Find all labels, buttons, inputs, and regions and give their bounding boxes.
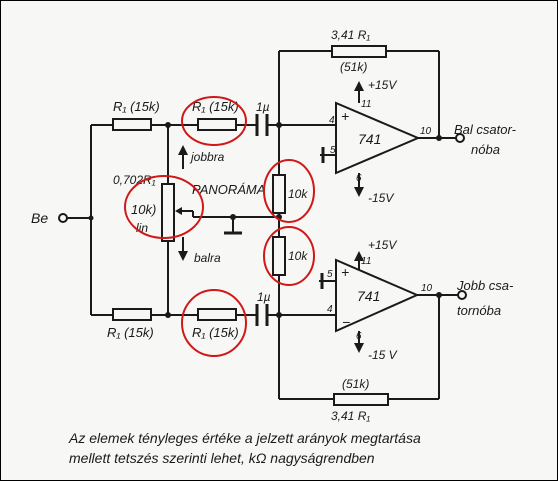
- pin-top-11: 11: [361, 99, 371, 110]
- pin-bottom-10: 10: [421, 283, 433, 294]
- direction-arrows: [178, 145, 188, 261]
- resistor-r1-top-right: [197, 118, 237, 131]
- opamp-bottom-minus-sign: −: [342, 314, 350, 330]
- capacitor-bottom-label: 1µ: [257, 290, 271, 304]
- resistor-10k-lower: [272, 236, 286, 276]
- feedback-bottom-k: (51k): [342, 377, 369, 391]
- vplus-top-label: +15V: [368, 78, 397, 92]
- caption-line-1: Az elemek tényleges értéke a jelzett ará…: [68, 430, 421, 446]
- input-terminal: [58, 213, 68, 223]
- pin-top-5: 5: [330, 145, 336, 156]
- pin-top-10: 10: [420, 126, 432, 137]
- feedback-bottom-value: 3,41 R₁: [331, 409, 370, 423]
- r1-top-left-label: R₁ (15k): [113, 99, 160, 114]
- r1-bottom-right-label: R₁ (15k): [192, 325, 239, 340]
- resistor-feedback-top: [331, 45, 387, 58]
- left-output-terminal: [455, 133, 465, 143]
- highlight-circle-pot: [124, 175, 204, 239]
- capacitor-top-label: 1µ: [256, 100, 270, 114]
- opamp-top: [335, 101, 421, 175]
- opamp-top-plus-sign: +: [341, 108, 349, 124]
- capacitors: [255, 114, 269, 326]
- highlight-circle-r1-top: [181, 96, 247, 146]
- potentiometer-panorama: [161, 183, 175, 242]
- jobbra-label: jobbra: [189, 150, 225, 164]
- opamp-bottom: [335, 258, 420, 333]
- left-output-label-2: nóba: [471, 142, 500, 157]
- resistor-r1-top-left: [112, 118, 152, 131]
- pot-ratio-label: 0,702R₁: [113, 173, 156, 187]
- opamp-bottom-plus-sign: +: [341, 264, 349, 280]
- input-label: Be: [31, 210, 48, 226]
- right-output-label-1: Jobb csa-: [456, 278, 514, 293]
- panorama-label: PANORÁMA: [192, 182, 265, 197]
- highlight-circle-10k-lower: [263, 226, 315, 286]
- feedback-top-k: (51k): [340, 60, 367, 74]
- highlight-marks: [124, 96, 315, 357]
- r1-top-right-label: R₁ (15k): [192, 99, 239, 114]
- highlight-circle-r1-bottom: [181, 289, 247, 357]
- opamp-bottom-label: 741: [357, 288, 380, 304]
- highlight-circle-10k-upper: [263, 159, 315, 223]
- resistor-10k-upper: [272, 174, 286, 214]
- r-10k-lower-label: 10k: [288, 249, 308, 263]
- balra-label: balra: [194, 251, 221, 265]
- pot-value-label: 10k): [131, 202, 156, 217]
- pin-bottom-4: 4: [327, 304, 333, 315]
- vminus-bottom-label: -15 V: [368, 348, 398, 362]
- resistor-r1-bottom-right: [197, 308, 237, 321]
- vminus-top-label: -15V: [368, 191, 394, 205]
- supply-arrows: [354, 81, 364, 353]
- left-output-label-1: Bal csator-: [454, 122, 517, 137]
- feedback-top-value: 3,41 R₁: [331, 28, 370, 42]
- r-10k-upper-label: 10k: [288, 187, 308, 201]
- pin-top-4: 4: [329, 115, 335, 126]
- pin-bottom-6: 6: [356, 331, 362, 342]
- pin-top-6: 6: [356, 173, 362, 184]
- caption-line-2: mellett tetszés szerinti lehet, kΩ nagys…: [69, 450, 375, 466]
- opamp-top-label: 741: [358, 131, 381, 147]
- r1-bottom-left-label: R₁ (15k): [107, 325, 154, 340]
- pin-bottom-11: 11: [361, 256, 371, 267]
- labels: Be R₁ (15k) R₁ (15k) R₁ (15k) R₁ (15k) 1…: [31, 28, 517, 466]
- pin-bottom-5: 5: [327, 269, 333, 280]
- right-output-label-2: tornóba: [457, 303, 501, 318]
- right-output-terminal: [457, 290, 467, 300]
- resistor-r1-bottom-left: [112, 308, 152, 321]
- resistors: [112, 45, 389, 406]
- vplus-bottom-label: +15V: [368, 238, 397, 252]
- resistor-feedback-bottom: [333, 393, 389, 406]
